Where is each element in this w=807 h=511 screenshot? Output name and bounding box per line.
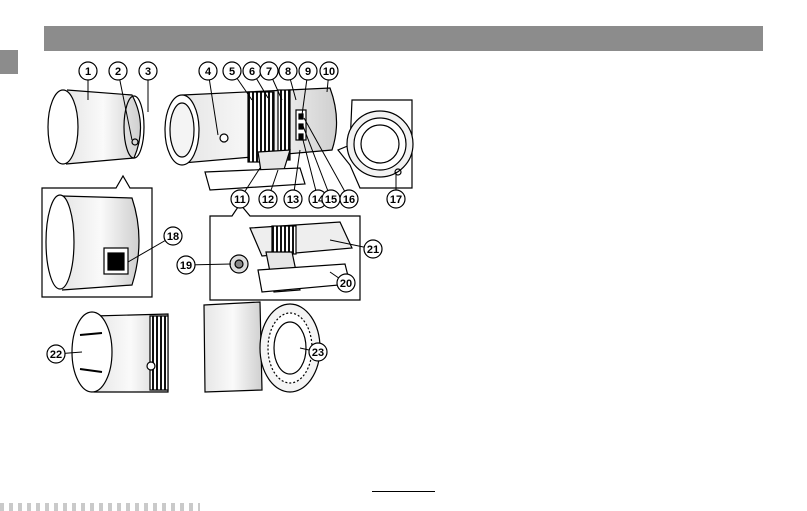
callout-number: 19 [180,260,192,272]
footer-print-marks [0,503,200,511]
callout-number: 13 [287,194,299,206]
callout-3: 3 [139,62,157,112]
callout-number: 23 [312,347,324,359]
front-cap-view [72,312,168,392]
callout-number: 10 [323,66,335,78]
footer-rule [372,491,435,492]
rear-lens-view [338,100,413,188]
callout-number: 12 [262,194,274,206]
callout-number: 21 [367,244,379,256]
hood-inset [42,176,152,297]
callout-number: 2 [115,66,121,78]
callout-number: 17 [390,194,402,206]
callout-number: 16 [343,194,355,206]
callout-number: 6 [249,66,255,78]
callout-number: 4 [205,66,212,78]
callout-number: 5 [229,66,235,78]
callout-number: 11 [234,194,246,206]
callout-number: 3 [145,66,151,78]
main-lens [165,88,337,190]
callout-number: 15 [325,194,337,206]
callout-number: 18 [167,231,179,243]
callout-number: 7 [266,66,272,78]
callout-number: 22 [50,349,62,361]
rear-cap-view [204,302,320,392]
callout-number: 1 [85,66,91,78]
callout-number: 8 [285,66,291,78]
callout-number: 9 [305,66,311,78]
callout-number: 20 [340,278,352,290]
